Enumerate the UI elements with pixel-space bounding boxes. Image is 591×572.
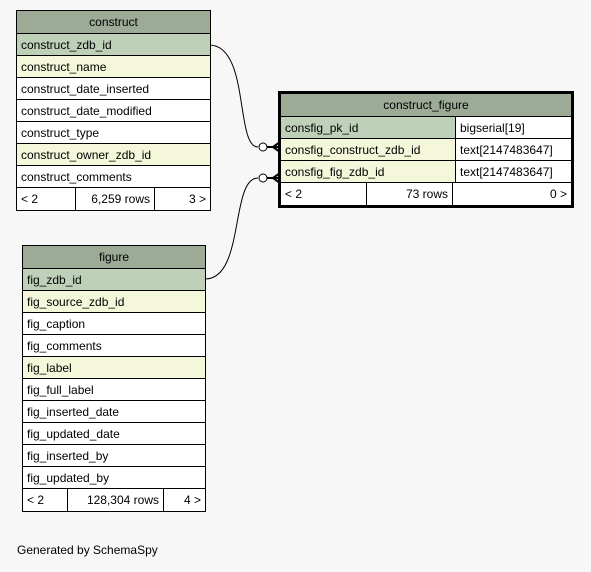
table-title[interactable]: construct_figure: [281, 94, 571, 117]
optional-marker-icon: [258, 142, 268, 152]
column-row[interactable]: fig_zdb_id: [23, 269, 205, 291]
column-row[interactable]: construct_comments: [17, 166, 210, 188]
relationship-construct-to-construct-figure[interactable]: [208, 44, 259, 148]
column-name: construct_date_modified: [21, 104, 152, 118]
column-type: bigserial[19]: [455, 117, 571, 138]
column-name: construct_name: [21, 60, 107, 74]
row-count: 73 rows: [366, 183, 453, 205]
table-footer: < 2 128,304 rows 4 >: [23, 489, 205, 511]
column-name: fig_full_label: [27, 383, 94, 397]
column-name: fig_inserted_date: [27, 405, 120, 419]
column-row[interactable]: consfig_construct_zdb_id text[2147483647…: [281, 139, 571, 161]
column-name: fig_inserted_by: [27, 449, 109, 463]
column-name: fig_zdb_id: [27, 273, 82, 287]
parents-count[interactable]: < 2: [285, 187, 303, 201]
table-title[interactable]: construct: [17, 11, 210, 34]
column-row[interactable]: fig_comments: [23, 335, 205, 357]
column-name: construct_comments: [21, 170, 132, 184]
column-row[interactable]: consfig_pk_id bigserial[19]: [281, 117, 571, 139]
children-count[interactable]: 4 >: [183, 493, 201, 507]
column-name: construct_zdb_id: [21, 38, 112, 52]
column-name: fig_updated_date: [27, 427, 120, 441]
column-row[interactable]: construct_date_modified: [17, 100, 210, 122]
column-type: text[2147483647]: [455, 139, 571, 160]
column-name: construct_type: [21, 126, 100, 140]
column-row[interactable]: construct_zdb_id: [17, 34, 210, 56]
column-row[interactable]: fig_inserted_date: [23, 401, 205, 423]
children-count[interactable]: 0 >: [549, 187, 567, 201]
column-row[interactable]: construct_owner_zdb_id: [17, 144, 210, 166]
column-name: consfig_pk_id: [285, 121, 359, 135]
children-count[interactable]: 3 >: [188, 192, 206, 206]
table-figure[interactable]: figure fig_zdb_id fig_source_zdb_id fig_…: [22, 245, 206, 512]
parents-count[interactable]: < 2: [21, 192, 39, 206]
column-row[interactable]: construct_name: [17, 56, 210, 78]
parents-count[interactable]: < 2: [27, 493, 45, 507]
column-row[interactable]: fig_source_zdb_id: [23, 291, 205, 313]
column-type: text[2147483647]: [455, 161, 571, 182]
generated-by-caption: Generated by SchemaSpy: [17, 543, 158, 557]
optional-marker-icon: [258, 173, 268, 183]
row-count: 128,304 rows: [67, 489, 164, 511]
relationship-figure-to-construct-figure[interactable]: [204, 177, 259, 280]
column-name: consfig_construct_zdb_id: [285, 143, 421, 157]
column-row[interactable]: fig_inserted_by: [23, 445, 205, 467]
column-row[interactable]: construct_date_inserted: [17, 78, 210, 100]
column-row[interactable]: consfig_fig_zdb_id text[2147483647]: [281, 161, 571, 183]
table-footer: < 2 6,259 rows 3 >: [17, 188, 210, 210]
column-name: fig_source_zdb_id: [27, 295, 125, 309]
column-name: fig_updated_by: [27, 471, 110, 485]
column-name: consfig_fig_zdb_id: [285, 165, 385, 179]
column-row[interactable]: fig_label: [23, 357, 205, 379]
table-footer: < 2 73 rows 0 >: [281, 183, 571, 205]
column-name: fig_caption: [27, 317, 86, 331]
column-name: fig_comments: [27, 339, 102, 353]
column-row[interactable]: fig_caption: [23, 313, 205, 335]
table-construct-figure[interactable]: construct_figure consfig_pk_id bigserial…: [278, 91, 574, 208]
column-name: fig_label: [27, 361, 72, 375]
table-title[interactable]: figure: [23, 246, 205, 269]
column-row[interactable]: fig_updated_by: [23, 467, 205, 489]
column-row[interactable]: fig_updated_date: [23, 423, 205, 445]
table-construct[interactable]: construct construct_zdb_id construct_nam…: [16, 10, 211, 211]
column-row[interactable]: construct_type: [17, 122, 210, 144]
column-name: construct_owner_zdb_id: [21, 148, 152, 162]
column-name: construct_date_inserted: [21, 82, 150, 96]
row-count: 6,259 rows: [75, 188, 155, 210]
column-row[interactable]: fig_full_label: [23, 379, 205, 401]
